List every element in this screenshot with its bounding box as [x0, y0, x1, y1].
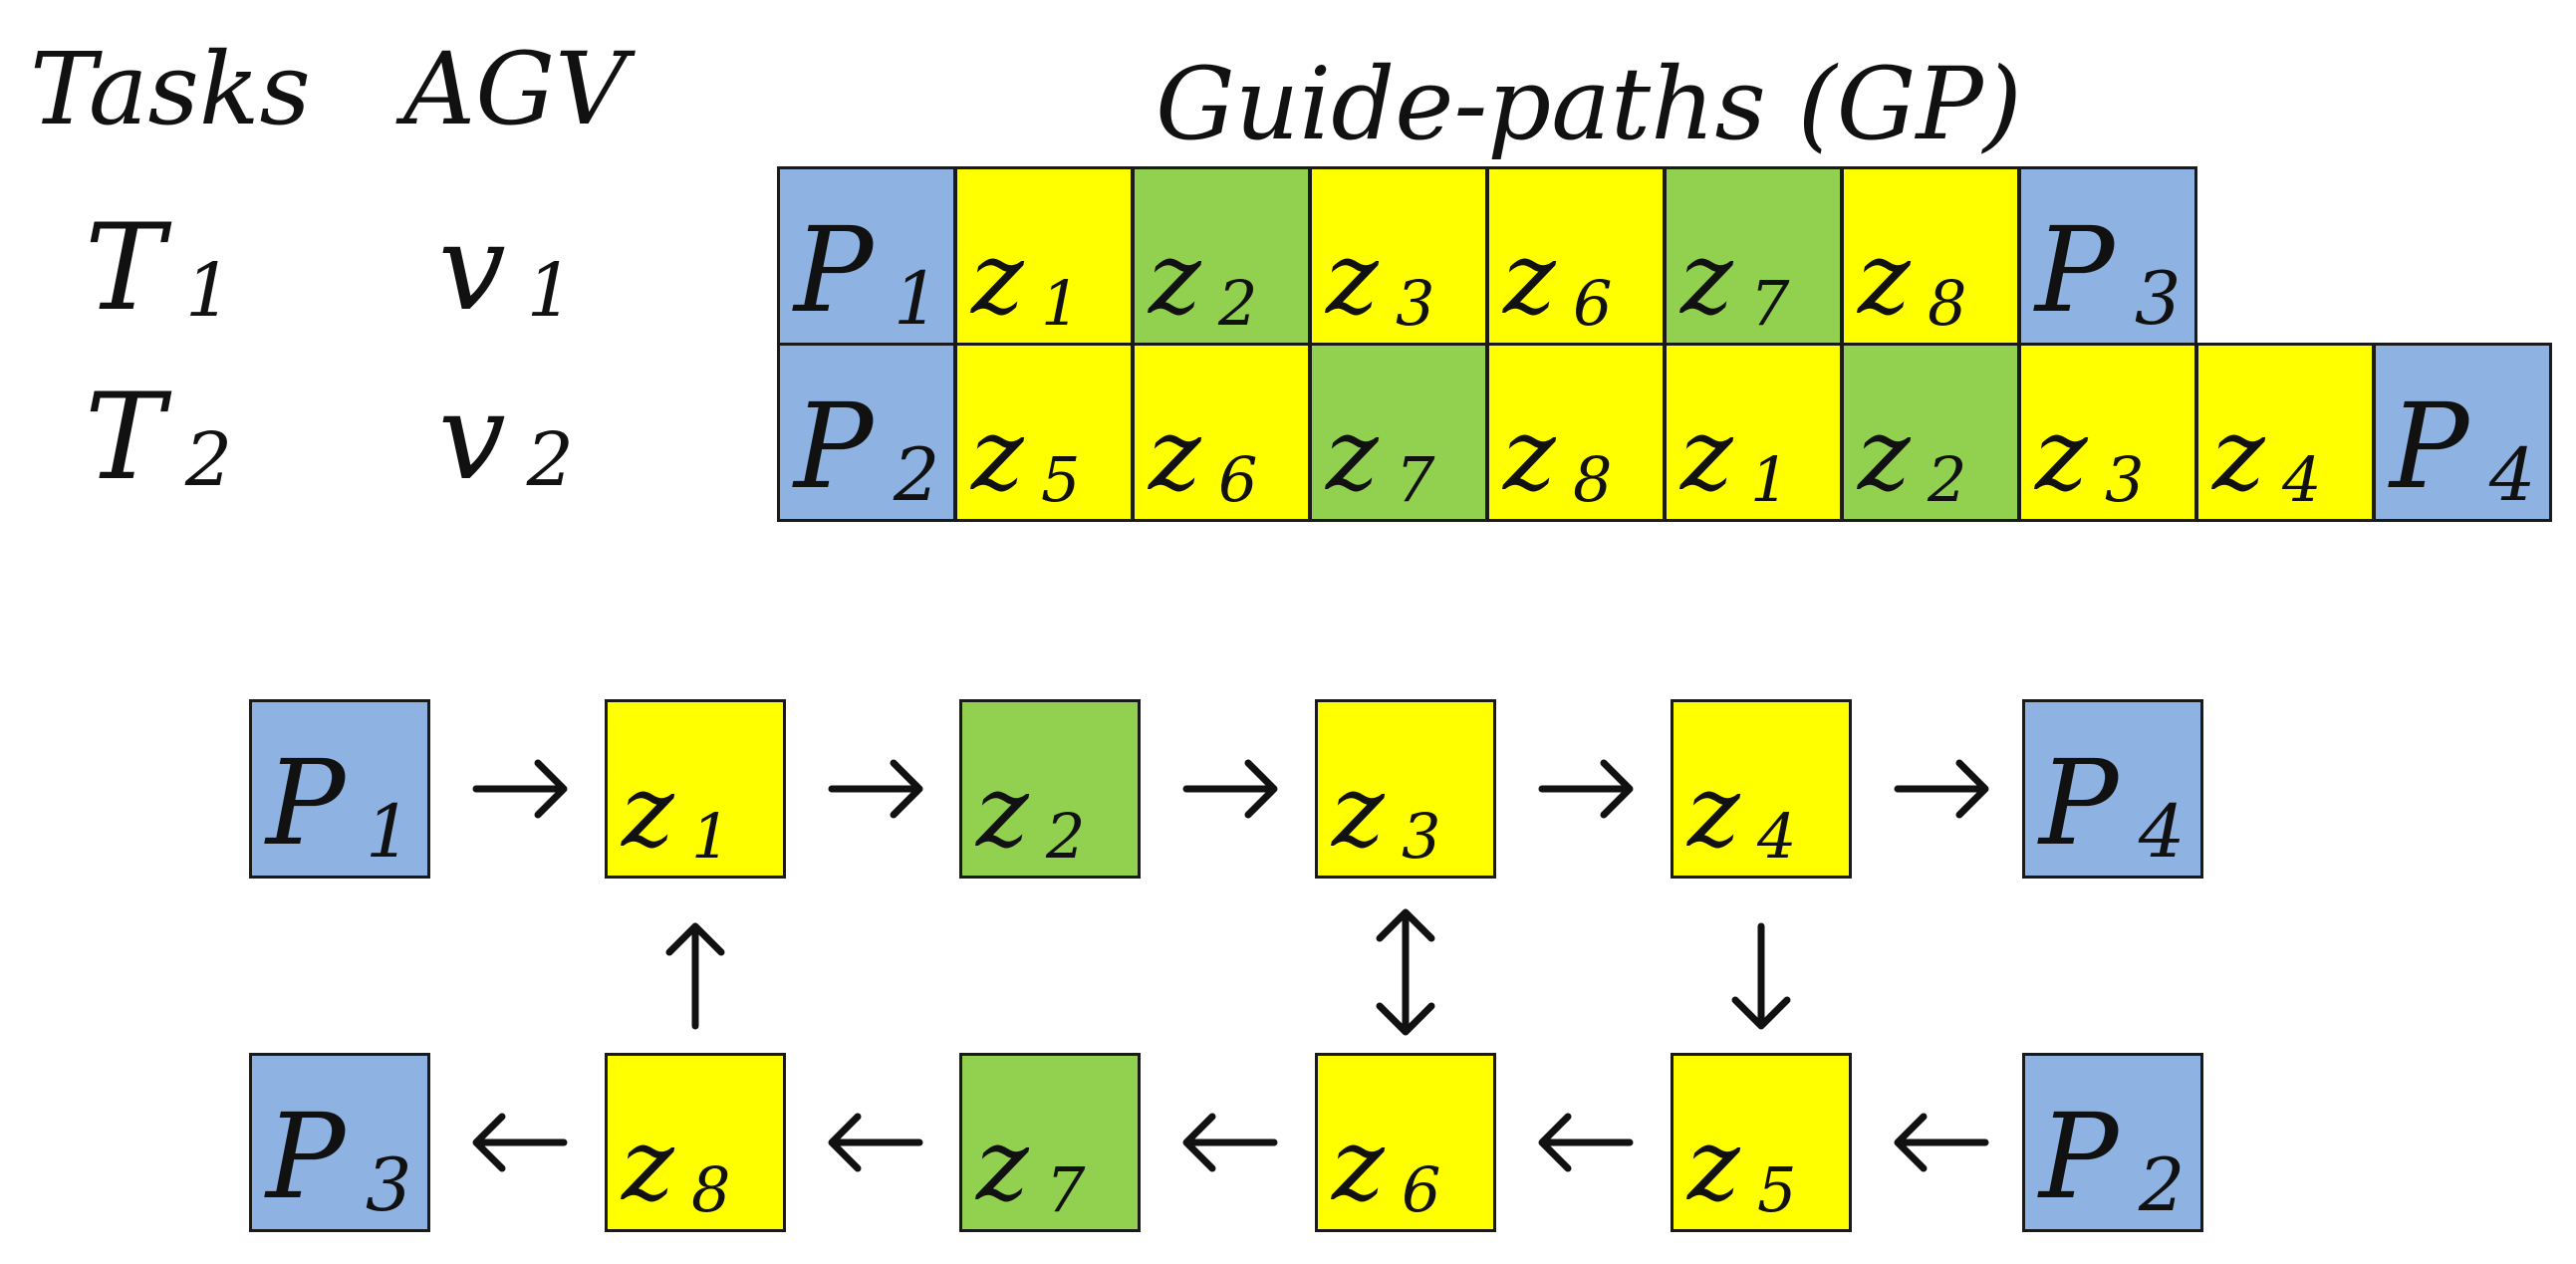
arrow-left-icon — [1536, 1113, 1636, 1172]
arrow-right-icon — [826, 759, 925, 819]
arrow-right-icon — [1180, 759, 1280, 819]
arrow-down-icon — [1731, 920, 1791, 1032]
guide-paths-header: Guide-paths (GP) — [1156, 46, 2022, 162]
arrow-left-icon — [1180, 1113, 1280, 1172]
arrow-up-icon — [665, 920, 725, 1032]
arrow-right-icon — [470, 759, 570, 819]
tasks-header: Tasks — [30, 31, 311, 147]
arrow-left-icon — [1892, 1113, 1991, 1172]
arrow-right-icon — [1536, 759, 1636, 819]
arrow-updown-icon — [1376, 906, 1435, 1038]
arrow-left-icon — [826, 1113, 925, 1172]
agv-header: AGV — [403, 31, 628, 147]
arrow-right-icon — [1892, 759, 1991, 819]
arrow-left-icon — [470, 1113, 570, 1172]
